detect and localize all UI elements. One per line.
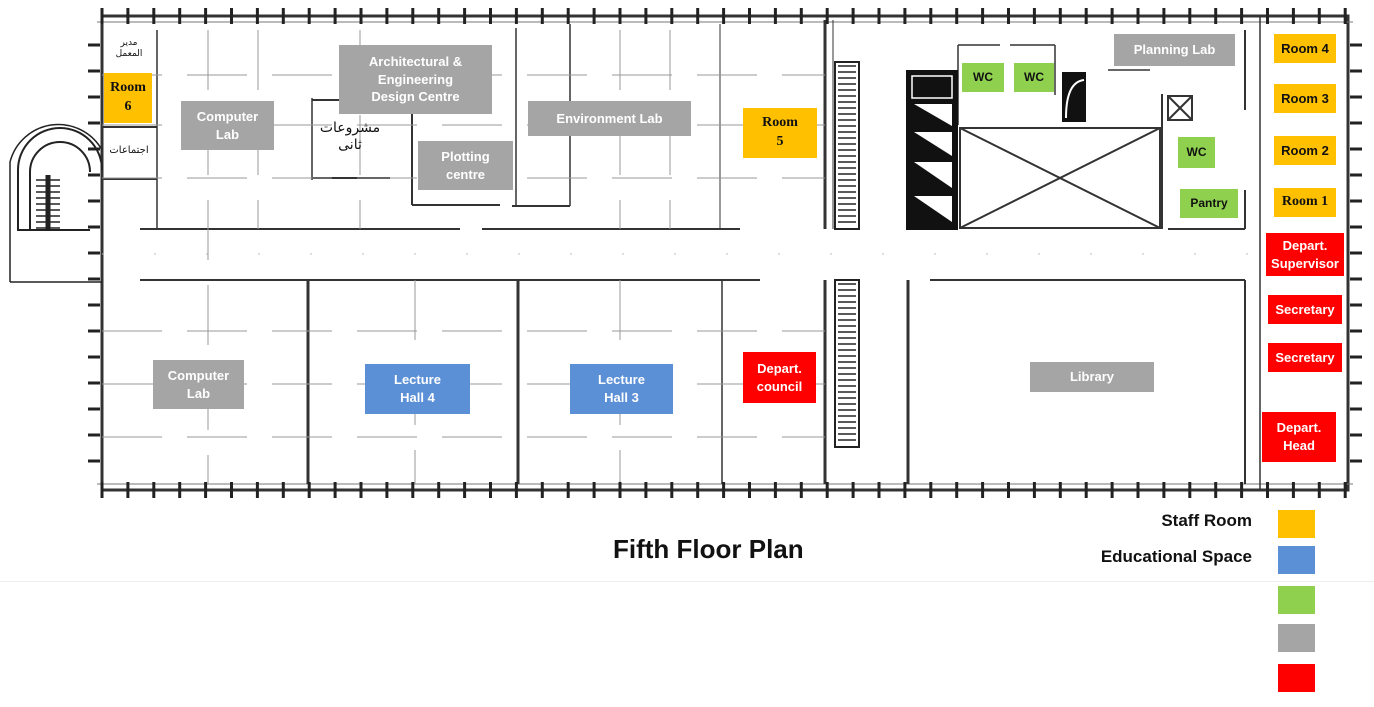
lecture-hall-4: Lecture Hall 4 [365, 364, 470, 414]
planning-lab: Planning Lab [1114, 34, 1235, 66]
central-staircase-top-steps [838, 65, 856, 223]
plotting-centre: Plotting centre [418, 141, 513, 190]
projects-label: مشروعات ثانى [319, 120, 381, 153]
secretary-1: Secretary [1268, 295, 1342, 324]
legend-swatch-staff [1278, 510, 1315, 538]
central-staircase-top [834, 61, 860, 230]
environment-lab: Environment Lab [528, 101, 691, 136]
room-1: Room 1 [1274, 188, 1336, 217]
floor-plan-walls [97, 14, 1353, 492]
room-2: Room 2 [1274, 136, 1336, 165]
central-staircase-bottom-steps [838, 283, 856, 441]
meetings-label: اجتماعات [109, 145, 149, 156]
left-staircase [9, 123, 103, 283]
legend-swatch-educational [1278, 546, 1315, 574]
room-4: Room 4 [1274, 34, 1336, 63]
department-head: Depart. Head [1262, 412, 1336, 462]
architectural-design-centre: Architectural & Engineering Design Centr… [339, 45, 492, 114]
computer-lab-top: Computer Lab [181, 101, 274, 150]
legend-swatch-general [1278, 624, 1315, 652]
plan-title: Fifth Floor Plan [613, 534, 804, 564]
wc-1: WC [962, 63, 1004, 92]
legend-swatch-services [1278, 586, 1315, 614]
pantry: Pantry [1180, 189, 1238, 218]
room-3: Room 3 [1274, 84, 1336, 113]
services-core [906, 70, 1086, 230]
wc-2: WC [1014, 63, 1054, 92]
lecture-hall-3: Lecture Hall 3 [570, 364, 673, 414]
legend-label-educational-space: Educational Space [1100, 547, 1252, 566]
secretary-2: Secretary [1268, 343, 1342, 372]
legend-swatch-admin [1278, 664, 1315, 692]
legend-label-staff-room: Staff Room [1161, 511, 1252, 530]
floor-plan-drawing [9, 8, 1362, 498]
department-council: Depart. council [743, 352, 816, 403]
wc-3: WC [1178, 137, 1215, 168]
central-staircase-bottom [834, 279, 860, 448]
library: Library [1030, 362, 1154, 392]
left-staircase-steps [36, 179, 60, 229]
department-supervisor: Depart. Supervisor [1266, 233, 1344, 276]
column-ticks [88, 8, 1362, 498]
lab-director-label: مدير المعمل [115, 38, 143, 59]
divider [0, 581, 1374, 582]
room-6: Room 6 [104, 73, 152, 123]
computer-lab-bottom: Computer Lab [153, 360, 244, 409]
room-5: Room 5 [743, 108, 817, 158]
